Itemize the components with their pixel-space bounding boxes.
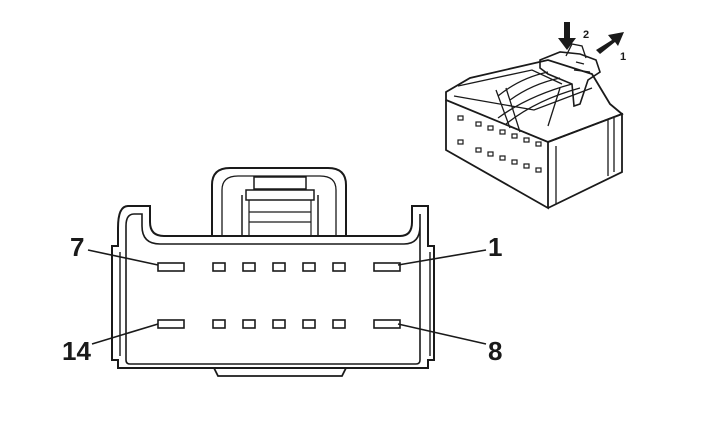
- latch-bar-mid: [245, 189, 315, 201]
- pin-label-14: 14: [62, 336, 91, 366]
- pin-cavity: [272, 262, 286, 272]
- pin-cavity: [242, 262, 256, 272]
- latch-hood: [211, 167, 347, 236]
- housing-face: [125, 213, 421, 365]
- pin-cavity: [212, 319, 226, 329]
- pin-cavity: [272, 319, 286, 329]
- arrow-up-right-icon: [596, 32, 624, 54]
- latch-hood-inner: [221, 175, 337, 236]
- pin-cavity: [332, 319, 346, 329]
- pin-cavity: [373, 262, 401, 272]
- pin-cavity: [157, 319, 185, 329]
- leader-line-14: [91, 323, 159, 345]
- housing-outline: [111, 205, 435, 369]
- iso-latch-block: [539, 51, 601, 108]
- pin-cavity: [212, 262, 226, 272]
- pin-label-8: 8: [488, 336, 502, 366]
- iso-latch-channel: [497, 71, 581, 125]
- arrow-down-icon: [558, 22, 576, 50]
- iso-latch-tab: [565, 43, 591, 73]
- connector-front-view: 7 1 14 8: [62, 167, 502, 377]
- pin-cavity: [332, 262, 346, 272]
- leader-line-1: [397, 249, 487, 266]
- pin-cavity: [302, 262, 316, 272]
- leader-line-7: [87, 249, 159, 266]
- release-step-label-1: 1: [620, 51, 626, 63]
- iso-right-face: [547, 112, 623, 209]
- iso-end-frame: [555, 118, 615, 204]
- iso-left-face: [445, 100, 549, 210]
- iso-pin-dots: [457, 115, 542, 173]
- iso-top-face: [445, 59, 624, 143]
- release-step-label-2: 2: [583, 29, 589, 41]
- housing-foot: [213, 367, 347, 377]
- pin-label-1: 1: [488, 232, 502, 262]
- pin-cavities: [157, 262, 401, 329]
- latch-bar-top: [253, 176, 307, 190]
- pin-cavity: [157, 262, 185, 272]
- pin-cavity: [242, 319, 256, 329]
- connector-iso-view: 2 1: [445, 22, 626, 210]
- pin-label-7: 7: [70, 232, 84, 262]
- pin-cavity: [373, 319, 401, 329]
- leader-line-8: [397, 323, 487, 345]
- pin-cavity: [302, 319, 316, 329]
- iso-top-rails: [453, 69, 593, 133]
